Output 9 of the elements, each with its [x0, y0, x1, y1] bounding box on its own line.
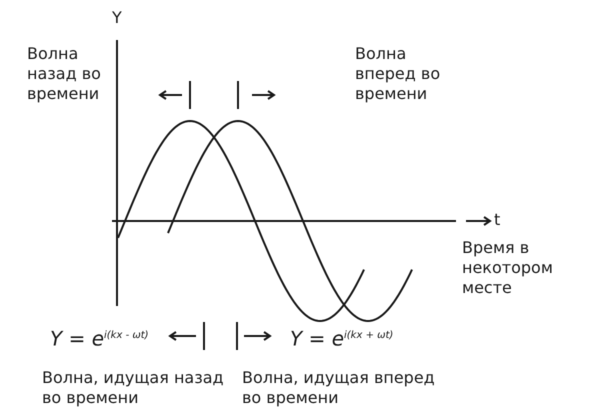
annotation: Волна назад во времени [27, 44, 102, 104]
annotation: Волна вперед во времени [355, 44, 442, 104]
axis-label: Y [112, 8, 123, 28]
axis-label: t [494, 210, 502, 230]
annotation: Время в некотором месте [462, 238, 554, 298]
caption: Волна, идущая назад во времени [42, 368, 225, 408]
formula: Y = e$^{i(kx + ωt)}$ [290, 326, 394, 353]
caption: Волна, идущая вперед во времени [242, 368, 436, 408]
formula: Y = e$^{i(kx - ωt)}$ [50, 326, 150, 353]
